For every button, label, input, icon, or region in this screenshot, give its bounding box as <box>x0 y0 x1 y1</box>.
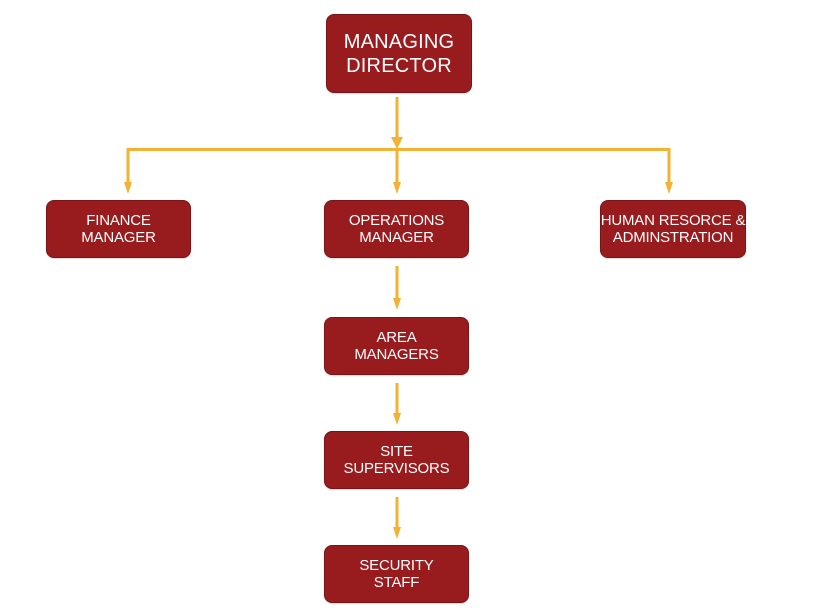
arrowhead-hr <box>665 182 673 194</box>
arrowhead-finance <box>124 182 132 194</box>
node-label-line2: MANAGER <box>81 229 156 246</box>
node-label-line2: MANAGERS <box>354 346 439 363</box>
node-label-line2: ADMINSTRATION <box>612 229 734 246</box>
arrowhead-area <box>393 298 401 310</box>
node-label-line1: AREA <box>376 329 417 346</box>
node-label-line2: MANAGER <box>359 229 434 246</box>
arrowhead-security <box>393 527 401 539</box>
arrowhead-site <box>393 413 401 425</box>
node-label-line1: MANAGING <box>343 30 455 53</box>
node-label-line2: STAFF <box>373 574 420 591</box>
arrowhead-operations <box>393 182 401 194</box>
node-label-line2: SUPERVISORS <box>343 460 450 477</box>
node-label-line2: DIRECTOR <box>346 54 452 77</box>
node-human-resource: HUMAN RESORCE & ADMINSTRATION <box>600 200 746 258</box>
node-managing-director: MANAGING DIRECTOR <box>326 14 472 93</box>
node-label-line1: SITE <box>380 443 413 460</box>
node-area-managers: AREA MANAGERS <box>324 317 469 375</box>
node-label-line1: OPERATIONS <box>348 212 445 229</box>
node-operations-manager: OPERATIONS MANAGER <box>324 200 469 258</box>
node-label-line1: FINANCE <box>86 212 151 229</box>
node-label-line1: HUMAN RESORCE & <box>600 212 746 229</box>
node-finance-manager: FINANCE MANAGER <box>46 200 191 258</box>
node-label-line1: SECURITY <box>359 557 434 574</box>
node-site-supervisors: SITE SUPERVISORS <box>324 431 469 489</box>
node-security-staff: SECURITY STAFF <box>324 545 469 603</box>
arrowhead-md-trunk <box>391 137 403 149</box>
